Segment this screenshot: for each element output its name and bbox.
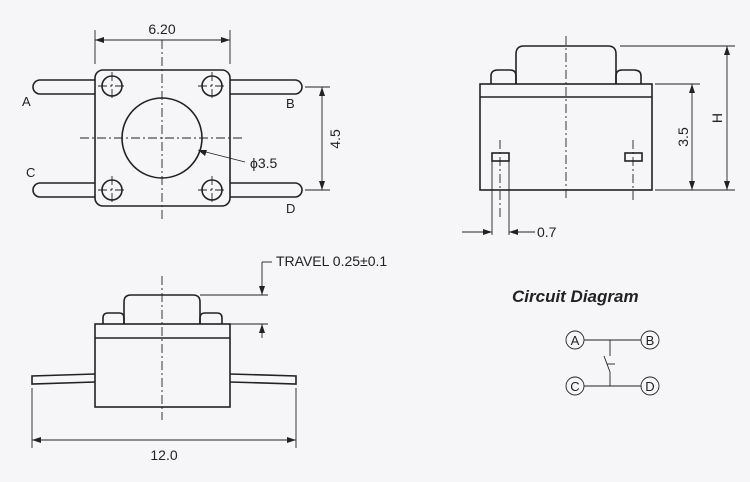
- dim-height-body-line: [655, 83, 735, 191]
- pin-a-label: A: [22, 94, 31, 109]
- side-view-left-slot: [491, 152, 510, 162]
- front-view-left-lead: [31, 373, 96, 385]
- dim-pin-line: [462, 161, 535, 235]
- dim-length-line: [31, 388, 297, 448]
- dim-width-label: 6.20: [148, 21, 175, 37]
- side-view-button: [515, 45, 617, 84]
- circuit-node-d-label: D: [645, 379, 654, 394]
- side-view-right-slot: [624, 152, 643, 162]
- dim-height-body-label: 3.5: [675, 127, 691, 147]
- circuit-node-d: [640, 376, 660, 396]
- dim-height-total-line: [620, 45, 735, 190]
- pin-d-label: D: [286, 201, 295, 216]
- dim-width-line: [94, 30, 231, 64]
- pin-c-label: C: [26, 165, 35, 180]
- dim-pitch-label: 4.5: [327, 129, 343, 149]
- dim-button-leader: [197, 149, 246, 163]
- front-view: TRAVEL 0.25±0.1 12.0: [31, 253, 387, 463]
- circuit-diagram: Circuit Diagram A B C D: [512, 287, 660, 396]
- dim-length-label: 12.0: [150, 447, 177, 463]
- top-view-pins: [32, 79, 303, 198]
- top-view: 6.20 4.5 ϕ3.5 A B C D: [22, 21, 343, 222]
- dim-pitch-line: [305, 86, 330, 191]
- circuit-node-b: [640, 330, 660, 350]
- top-view-center-lines: [80, 40, 245, 222]
- travel-label: TRAVEL 0.25±0.1: [276, 253, 387, 269]
- circuit-title: Circuit Diagram: [512, 287, 639, 306]
- front-view-body: [94, 323, 231, 408]
- side-view-left-shoulder: [490, 69, 517, 84]
- circuit-node-c: [565, 376, 585, 396]
- circuit-node-a: [565, 330, 585, 350]
- dim-button-dia-label: ϕ3.5: [250, 155, 278, 171]
- circuit-node-a-label: A: [571, 333, 580, 348]
- dim-travel-line: [200, 261, 272, 338]
- dim-pin-label: 0.7: [537, 224, 557, 240]
- pin-b-label: B: [286, 96, 295, 111]
- top-view-body: [94, 69, 231, 207]
- side-view: 0.7 3.5 H: [462, 36, 735, 240]
- circuit-node-c-label: C: [570, 379, 579, 394]
- front-view-right-lead: [229, 373, 297, 385]
- circuit-node-b-label: B: [646, 333, 655, 348]
- dim-height-total-label: H: [709, 113, 725, 123]
- side-view-right-shoulder: [615, 69, 642, 84]
